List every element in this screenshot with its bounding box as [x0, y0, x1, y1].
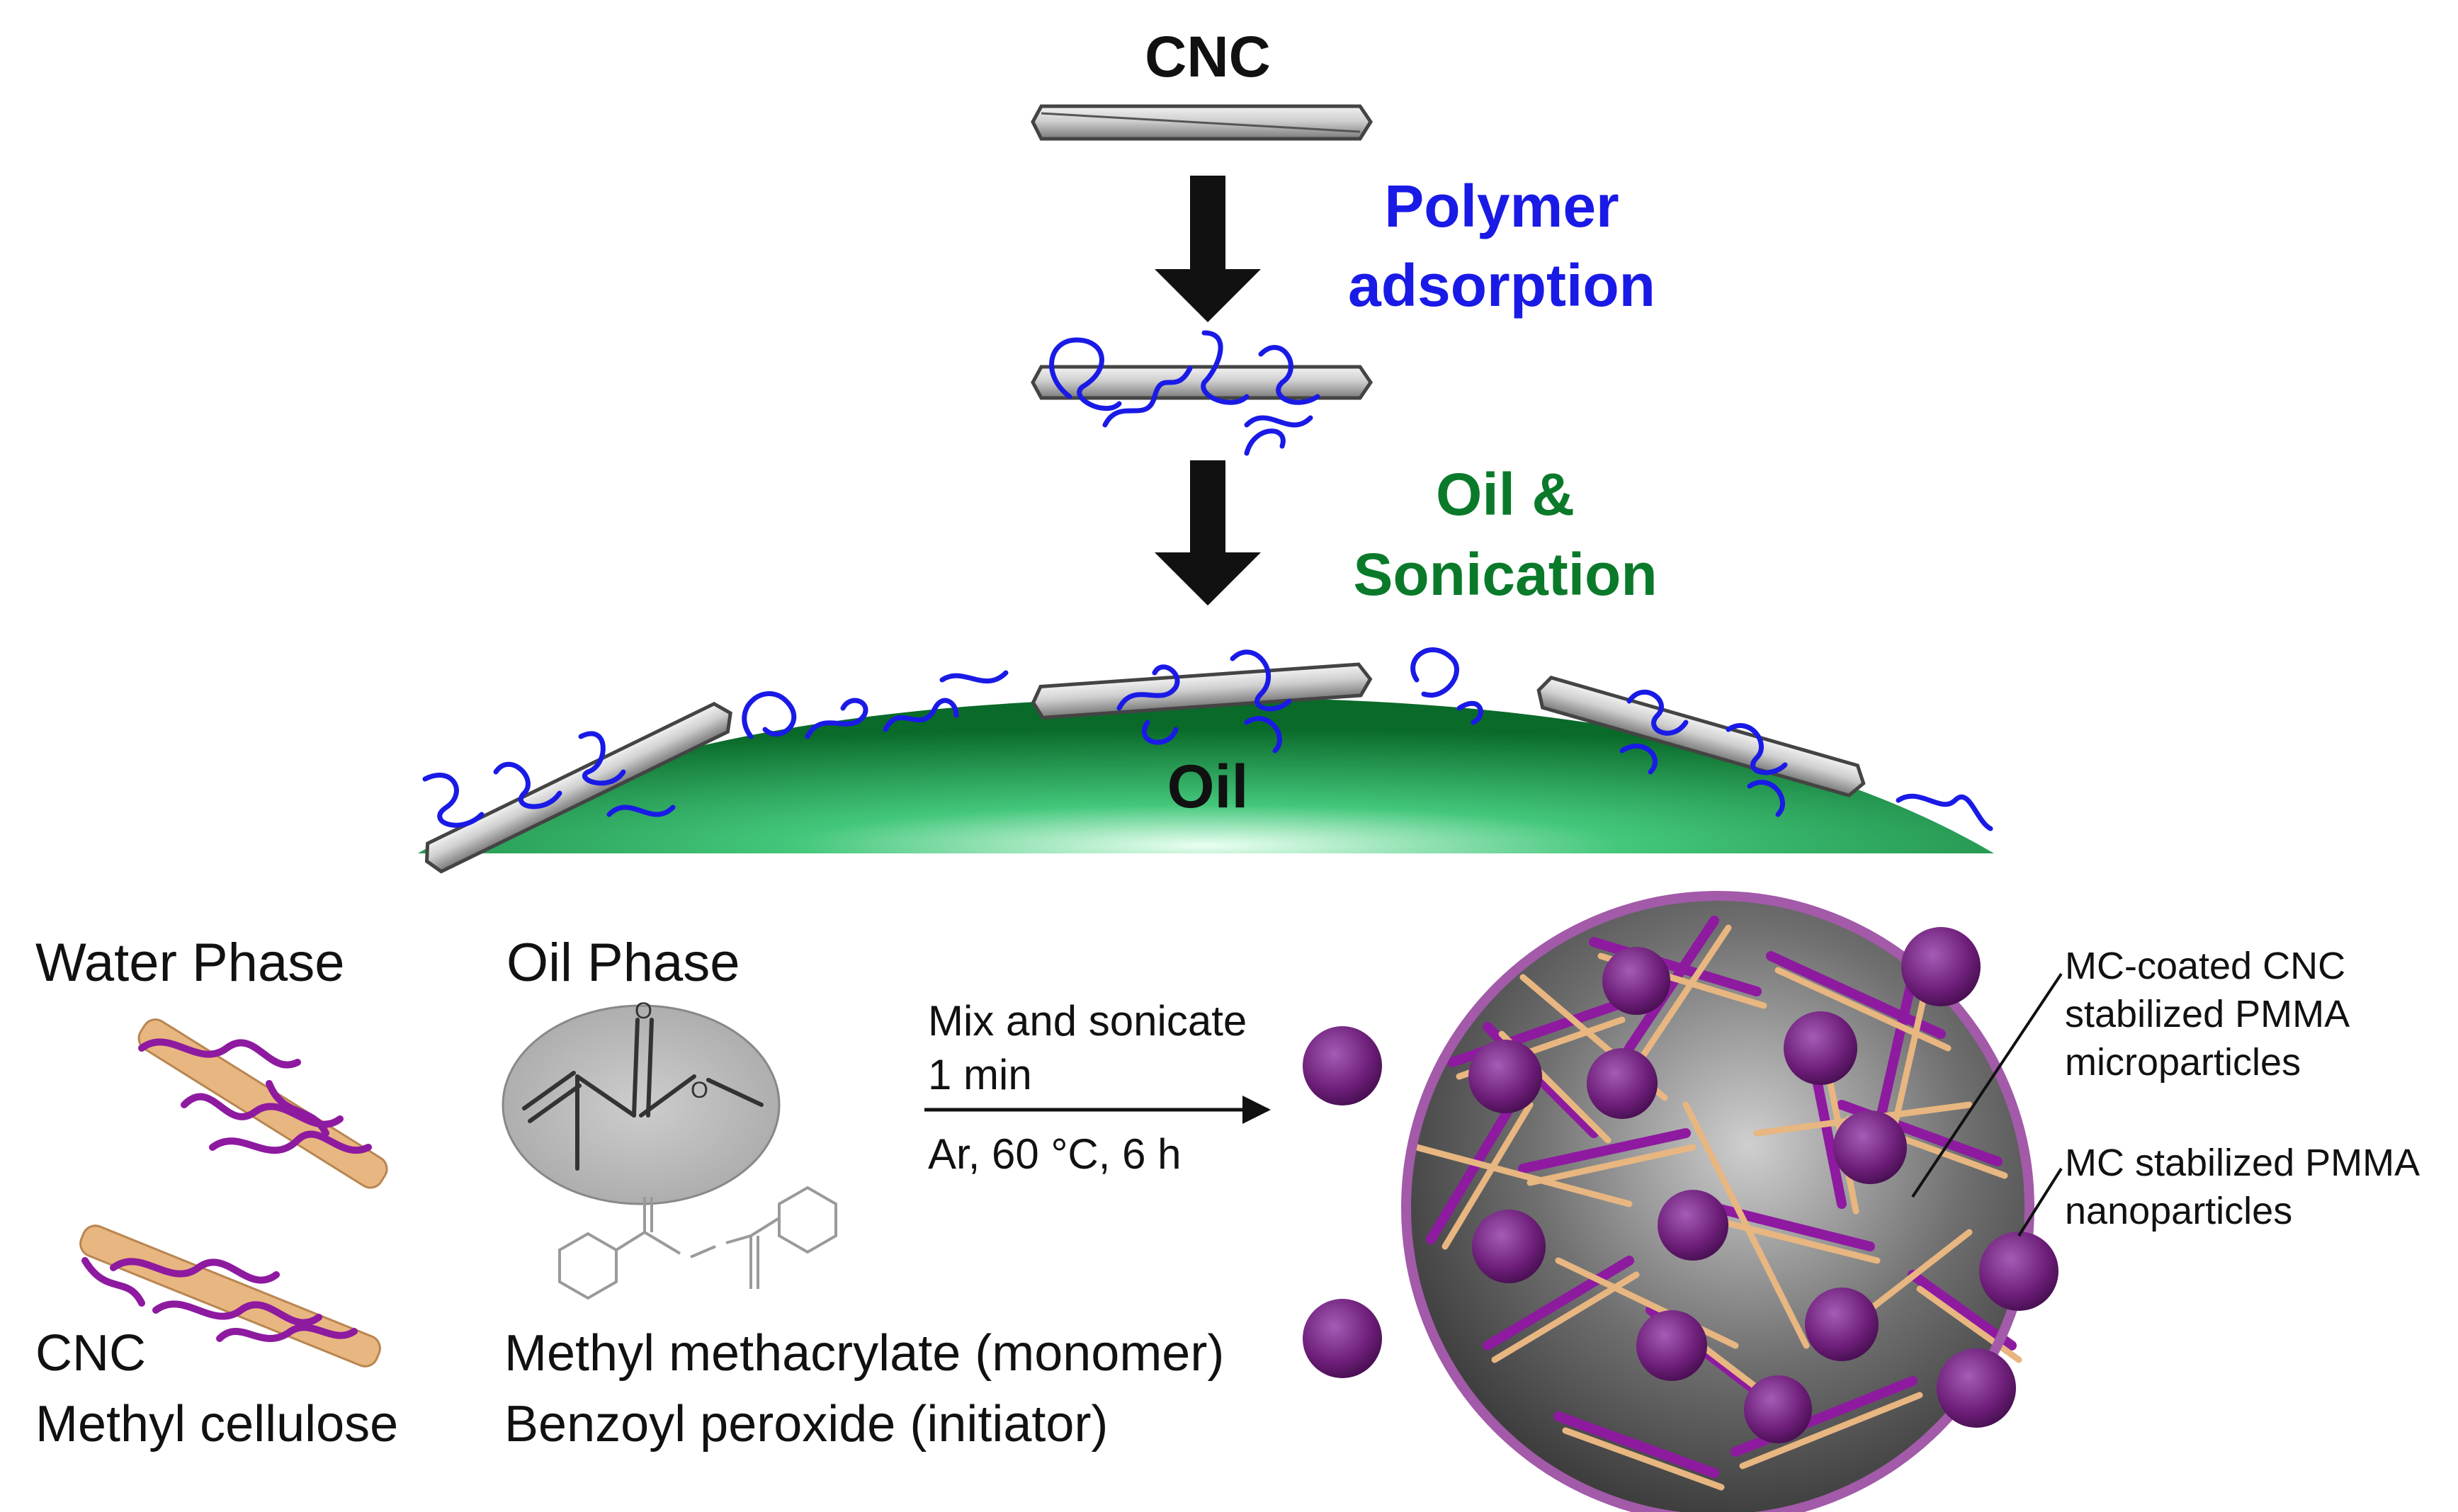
- initiator-structure: [558, 1186, 837, 1300]
- cnc-rod-with-polymer: [1031, 330, 1374, 456]
- oil-component-monomer: Methyl methacrylate (monomer): [504, 1325, 1224, 1382]
- step1-label-line1: Polymer: [1384, 173, 1619, 239]
- step2-label-line1: Oil &: [1436, 461, 1575, 528]
- svg-text:O: O: [635, 998, 652, 1023]
- condition-line-1: Mix and sonicate: [928, 997, 1247, 1045]
- svg-text:O: O: [691, 1077, 708, 1103]
- polymer-coils-on-droplet: [422, 647, 1993, 831]
- step2-label-line2: Sonication: [1353, 541, 1657, 608]
- cnc-rod-bare: [1031, 104, 1373, 141]
- callout-nano-line1: MC stabilized PMMA: [2065, 1142, 2420, 1184]
- callout-micro-line1: MC-coated CNC: [2065, 945, 2345, 987]
- callout-line-micro: [1911, 972, 2063, 1198]
- oil-component-initiator: Benzoyl peroxide (initiator): [504, 1396, 1108, 1453]
- water-phase-title: Water Phase: [35, 933, 344, 993]
- oil-phase-title: Oil Phase: [506, 933, 740, 993]
- water-phase-illustration: [79, 1018, 388, 1368]
- pmma-nanoparticles: [1303, 927, 2058, 1443]
- callout-line-nano: [2017, 1167, 2063, 1237]
- monomer-structure: O O: [502, 998, 781, 1205]
- step1-label-line2: adsorption: [1348, 252, 1655, 319]
- water-component-cnc: CNC: [35, 1325, 146, 1382]
- condition-line-2: 1 min: [928, 1051, 1032, 1098]
- cnc-title: CNC: [1145, 25, 1271, 89]
- down-arrow-2: [1155, 460, 1261, 606]
- water-component-methylcellulose: Methyl cellulose: [35, 1396, 398, 1453]
- condition-line-3: Ar, 60 °C, 6 h: [928, 1130, 1182, 1178]
- down-arrow-1: [1155, 176, 1261, 322]
- oil-label: Oil: [1167, 753, 1249, 821]
- callout-micro-line3: microparticles: [2065, 1041, 2301, 1084]
- callout-micro-line2: stabilized PMMA: [2065, 993, 2350, 1035]
- callout-nano-line2: nanoparticles: [2065, 1190, 2292, 1232]
- oil-droplet: [418, 698, 1994, 853]
